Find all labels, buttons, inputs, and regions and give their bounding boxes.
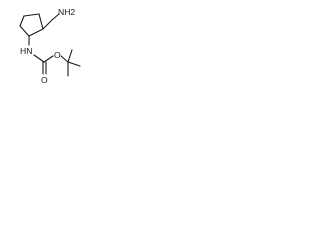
carbonyl-oxygen-label: O (41, 75, 48, 85)
ester-oxygen-group: O (43, 50, 69, 63)
ring-bond-3 (28, 28, 44, 37)
ring-bond-1 (23, 13, 40, 17)
carbamate-nh-group: HN (20, 35, 45, 63)
ester-o-to-tbutyl-bond (60, 55, 69, 63)
tbutyl-methyl-right-bond (67, 61, 81, 67)
chemical-structure-diagram: NH2 HN O O (19, 7, 81, 85)
aminomethyl-group: NH2 (42, 7, 75, 30)
carbonyl-to-ester-o-bond (43, 55, 54, 63)
ch2-to-n-bond (51, 13, 60, 21)
tbutyl-methyl-up-bond (67, 49, 73, 63)
ester-oxygen-label: O (54, 50, 61, 60)
ring-bond-4 (19, 25, 30, 37)
ring-bond-5 (19, 15, 25, 27)
carbonyl-group: O (41, 61, 48, 85)
hn-label: HN (20, 46, 32, 56)
ring-to-ch2-bond (42, 19, 53, 30)
cyclopentane-ring (19, 13, 44, 37)
nh-to-carbonyl-bond (33, 54, 45, 63)
tert-butyl-group (67, 49, 81, 77)
ring-bond-2 (38, 13, 44, 30)
nh2-label: NH2 (58, 7, 75, 17)
